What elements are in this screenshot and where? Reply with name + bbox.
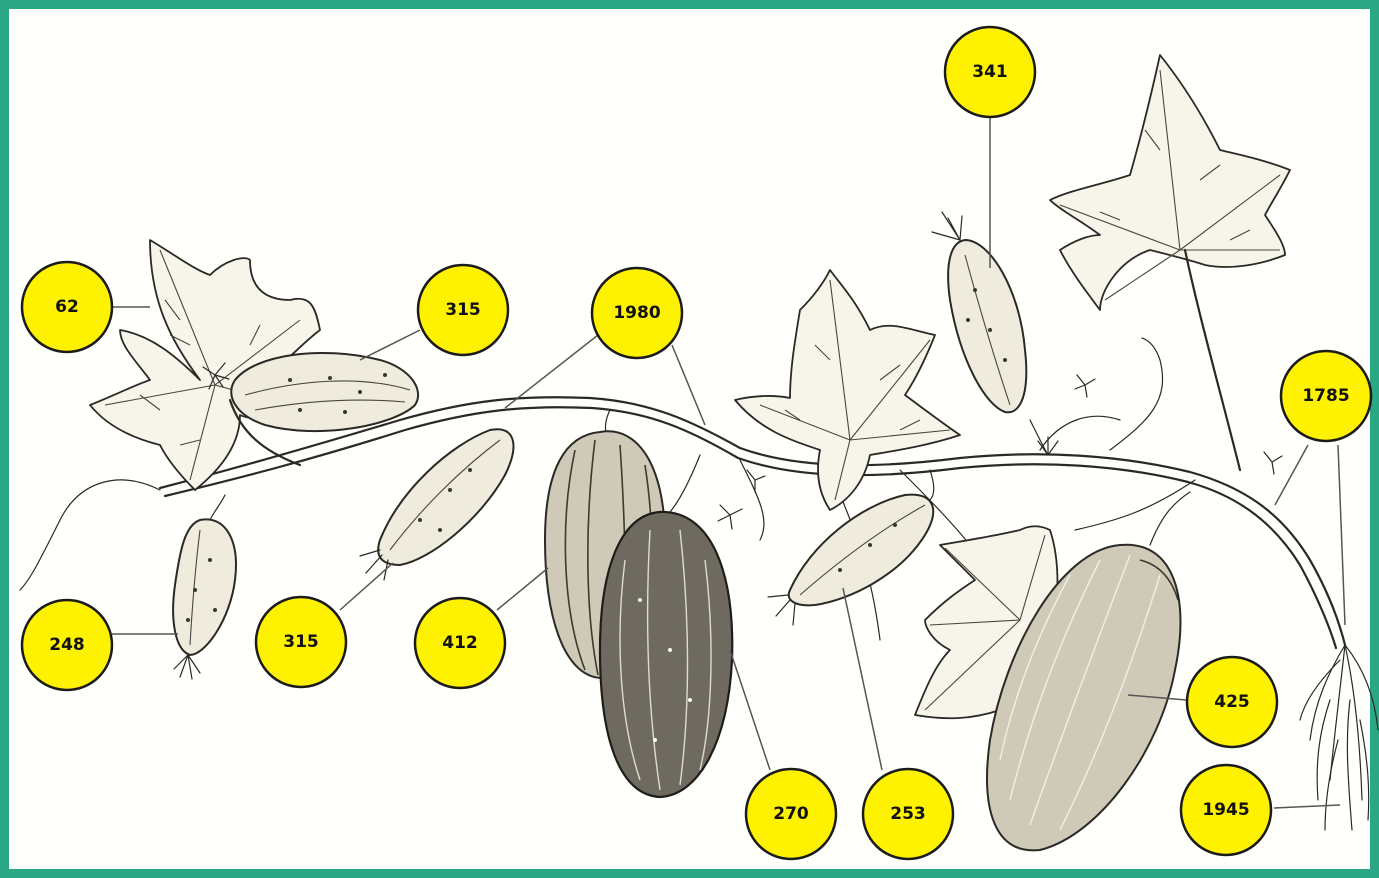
badge-1980: 1980	[592, 268, 682, 358]
blossom-right	[1038, 375, 1282, 474]
leaf-upper-right	[1050, 55, 1290, 470]
badge-315-upper: 315	[418, 265, 508, 355]
badge-270: 270	[746, 769, 836, 859]
badge-1945: 1945	[1181, 765, 1271, 855]
badge-1785: 1785	[1281, 351, 1371, 441]
badge-label: 341	[972, 62, 1008, 82]
badge-label: 425	[1214, 692, 1250, 712]
fruit-upper-left	[230, 353, 418, 465]
badge-label: 270	[773, 804, 809, 824]
badge-253: 253	[863, 769, 953, 859]
badge-248: 248	[22, 600, 112, 690]
badge-label: 1785	[1302, 386, 1349, 406]
roots	[1300, 645, 1378, 830]
badge-label: 248	[49, 635, 85, 655]
badge-412: 412	[415, 598, 505, 688]
badge-label: 315	[445, 300, 481, 320]
badge-label: 1945	[1202, 800, 1249, 820]
leaf-center	[735, 270, 960, 510]
badge-label: 62	[55, 297, 79, 317]
badge-425: 425	[1187, 657, 1277, 747]
fruit-small-hanging	[173, 495, 236, 679]
badge-341: 341	[945, 27, 1035, 117]
badge-62: 62	[22, 262, 112, 352]
fruit-diagonal-light	[360, 429, 513, 580]
badge-label: 315	[283, 632, 319, 652]
badge-315-lower: 315	[256, 597, 346, 687]
badge-label: 1980	[613, 303, 660, 323]
badge-label: 412	[442, 633, 478, 653]
badge-label: 253	[890, 804, 926, 824]
